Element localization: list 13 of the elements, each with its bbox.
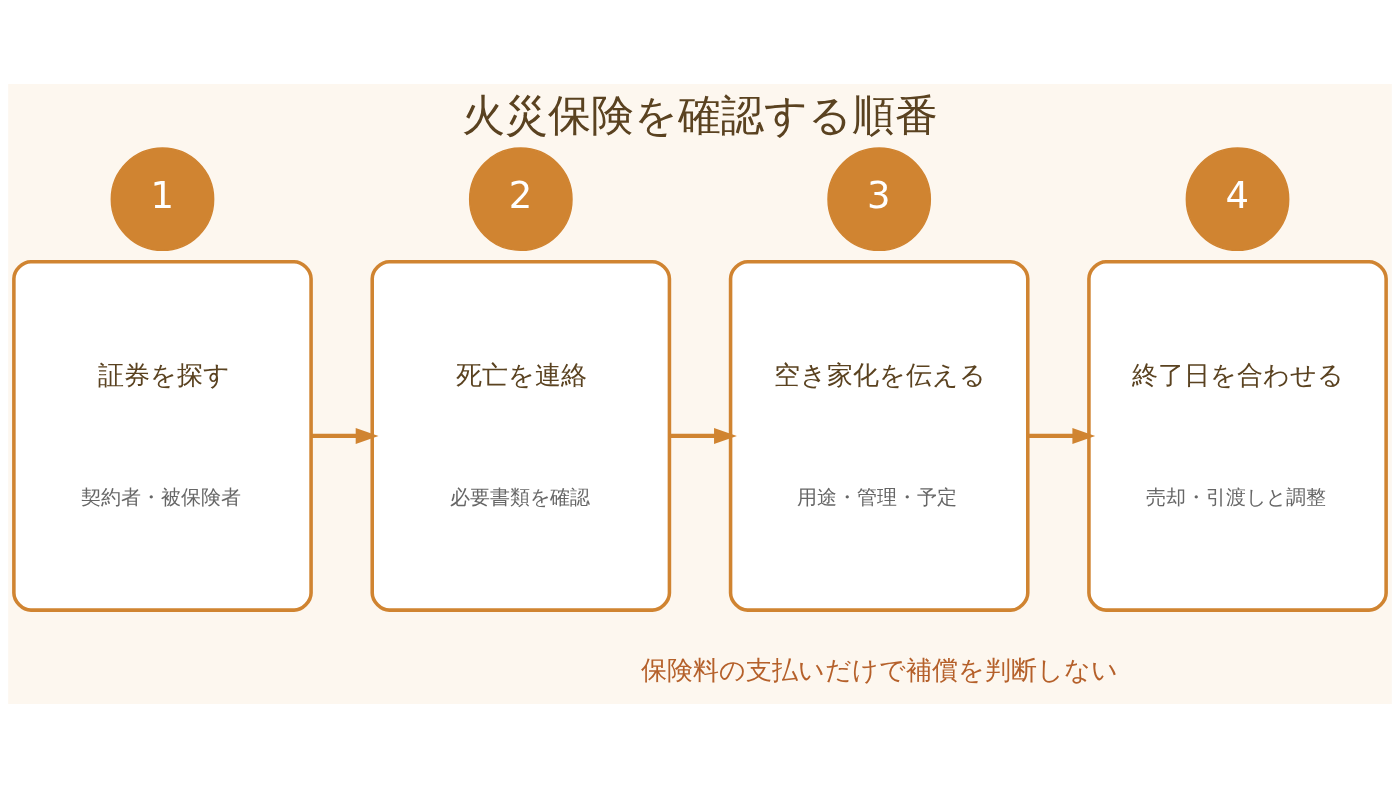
arrow bbox=[1028, 427, 1096, 444]
node-box: 終了日を合わせる 売却・引渡しと調整 bbox=[1087, 259, 1388, 612]
node-box: 証券を探す 契約者・被保険者 bbox=[12, 259, 313, 612]
node-box: 死亡を連絡 必要書類を確認 bbox=[370, 259, 672, 612]
node-circle: 2 bbox=[468, 147, 573, 252]
arrow bbox=[669, 427, 737, 444]
node-box: 空き家化を伝える 用途・管理・予定 bbox=[728, 259, 1030, 612]
node-circle: 1 bbox=[110, 147, 215, 252]
diagram-title: 火災保険を確認する順番 bbox=[462, 89, 938, 140]
caption: 保険料の支払いだけで補償を判断しない bbox=[640, 654, 1118, 685]
node-circle: 4 bbox=[1185, 147, 1290, 252]
node-circle: 3 bbox=[827, 147, 932, 252]
arrow bbox=[311, 427, 379, 444]
